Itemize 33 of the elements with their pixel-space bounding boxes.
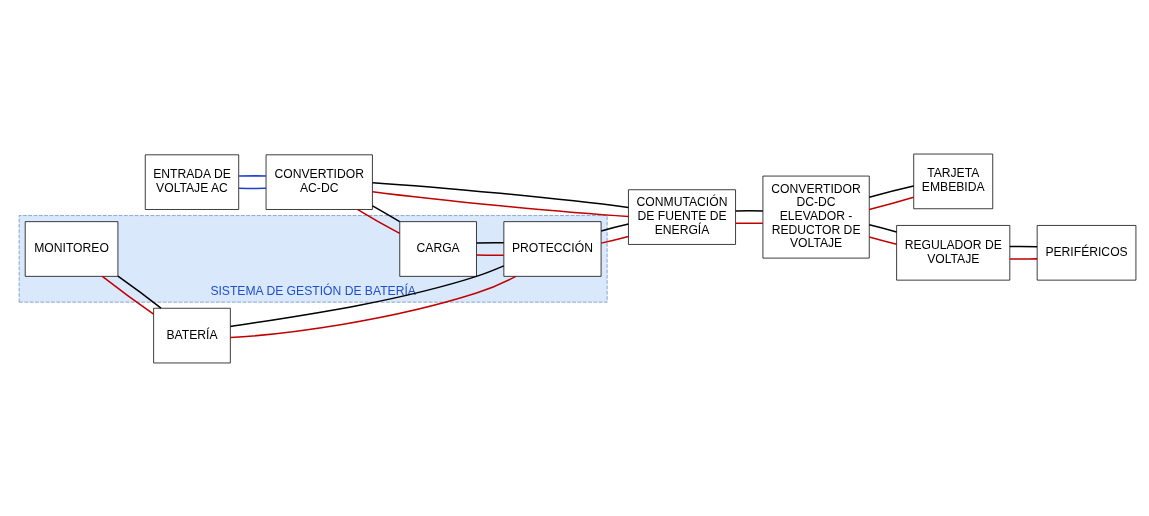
node-box: PROTECCIÓN — [503, 220, 602, 277]
connector — [476, 253, 505, 256]
connector — [1009, 245, 1038, 247]
connector — [101, 275, 155, 315]
node-box: CONVERTIDOR DC-DC ELEVADOR - REDUCTOR DE VOLTAJE — [762, 175, 870, 258]
connector — [238, 186, 267, 189]
node-box: BATERÍA — [153, 307, 231, 363]
connector — [229, 264, 505, 327]
node-box: CONVERTIDOR AC-DC — [265, 153, 373, 210]
connector — [600, 235, 630, 244]
connector — [476, 241, 505, 244]
connector — [357, 208, 401, 234]
connector — [1009, 257, 1038, 260]
node-box: REGULADOR DE VOLTAJE — [896, 224, 1011, 281]
connector — [734, 209, 764, 212]
connector — [371, 190, 630, 217]
connector — [600, 222, 630, 232]
node-box: CONMUTACIÓN DE FUENTE DE ENERGÍA — [628, 188, 736, 245]
connector — [117, 274, 162, 309]
connector — [868, 184, 915, 198]
connector — [371, 181, 630, 208]
node-box: PERIFÉRICOS — [1036, 224, 1137, 281]
connector — [229, 275, 517, 338]
node-box: TARJETA EMBEBIDA — [913, 153, 994, 209]
node-box: CARGA — [399, 220, 477, 277]
node-box: ENTRADA DE VOLTAJE AC — [144, 153, 240, 210]
connector — [238, 174, 267, 177]
connector — [868, 223, 898, 233]
connector — [868, 235, 898, 245]
connector — [868, 196, 915, 210]
connector — [734, 222, 764, 224]
node-box: MONITOREO — [24, 220, 119, 277]
connector — [371, 204, 401, 222]
